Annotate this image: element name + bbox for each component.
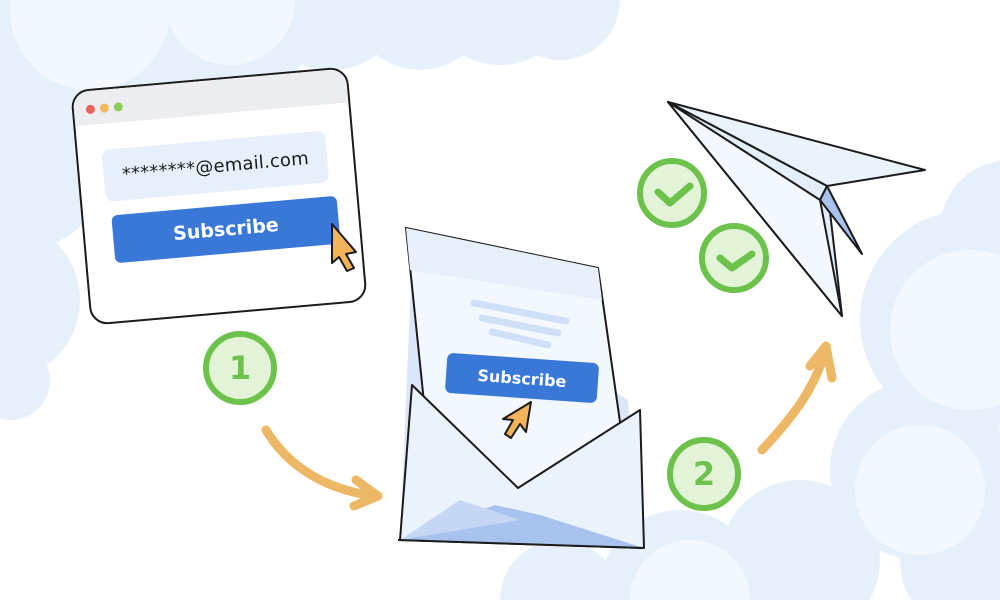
check-badge-1-icon: [637, 158, 707, 228]
step-2-badge-icon: [667, 437, 741, 511]
paper-plane-icon: [667, 101, 926, 317]
step-2-number: 2: [692, 455, 716, 493]
arrow-1-icon: [261, 425, 383, 511]
step-1-number: 1: [228, 349, 252, 387]
arrow-2-icon: [757, 341, 837, 455]
step-1-badge-icon: [203, 331, 277, 405]
check-badge-2-icon: [699, 223, 769, 293]
